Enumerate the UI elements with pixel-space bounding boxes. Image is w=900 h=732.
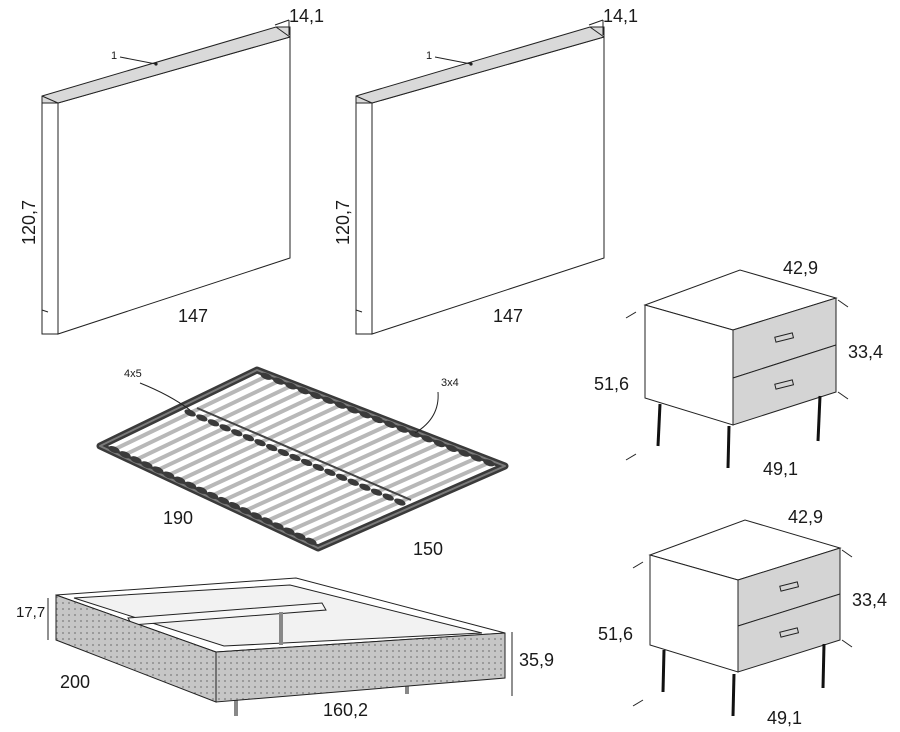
slat-clip <box>371 416 384 424</box>
slat-clip <box>458 449 470 457</box>
slat-base-length: 190 <box>163 508 193 528</box>
slat-clip <box>207 419 220 427</box>
slat-clip <box>184 409 196 417</box>
headboard-left-part-label: 1 <box>111 50 117 62</box>
slat-clip <box>300 458 313 467</box>
nightstand-bottom: 42,9 33,4 51,6 49,1 <box>598 507 887 728</box>
headboard-right: 1 14,1 120,7 147 <box>333 6 638 335</box>
slat-clip <box>242 434 255 442</box>
headboard-right-height: 120,7 <box>333 200 353 245</box>
headboard-left: 1 14,1 120,7 147 <box>19 6 324 335</box>
slat-base-label-left: 4x5 <box>124 368 142 380</box>
slat-clip <box>163 471 175 479</box>
nightstand-bottom-height: 51,6 <box>598 624 633 644</box>
slat-clip <box>433 440 446 448</box>
slat-clip <box>347 406 359 414</box>
bed-frame-length: 200 <box>60 672 90 692</box>
slat-clip <box>322 396 334 404</box>
slat-clip <box>277 448 290 457</box>
headboard-right-width: 147 <box>493 306 523 326</box>
slat-clip <box>250 512 262 520</box>
headboard-right-depth: 14,1 <box>603 6 638 26</box>
nightstand-top-depth: 42,9 <box>783 258 818 278</box>
slat-clip <box>394 498 406 506</box>
slat-clip <box>408 430 421 438</box>
slat-clip <box>173 476 186 484</box>
headboard-left-width: 147 <box>178 306 208 326</box>
slat-clip <box>141 461 153 469</box>
slat-clip <box>294 532 306 540</box>
slat-clip <box>335 473 348 481</box>
slat-clip <box>382 493 394 501</box>
headboard-left-depth: 14,1 <box>289 6 324 26</box>
slat-clip <box>228 502 240 510</box>
slat-clip <box>266 444 278 452</box>
slat-clip <box>421 435 433 443</box>
bed-frame: 17,7 200 160,2 35,9 <box>16 577 554 720</box>
slat-base-label-right: 3x4 <box>441 377 459 389</box>
slat-clip <box>239 507 251 515</box>
slat-clip <box>285 382 297 390</box>
slat-clip <box>359 483 371 491</box>
slat-clip <box>219 424 231 432</box>
slat-clip <box>108 445 120 454</box>
nightstand-top: 42,9 33,4 51,6 49,1 <box>594 258 883 479</box>
nightstand-bottom-width: 49,1 <box>767 708 802 728</box>
nightstand-top-width: 49,1 <box>763 459 798 479</box>
slat-clip <box>254 439 266 447</box>
slat-clip <box>195 486 208 494</box>
slat-clip <box>483 459 495 467</box>
nightstand-top-drawer-height: 33,4 <box>848 342 883 362</box>
headboard-left-height: 120,7 <box>19 200 39 245</box>
slat-clip <box>152 466 164 474</box>
nightstand-bottom-drawer-height: 33,4 <box>852 590 887 610</box>
slat-clip <box>196 414 208 422</box>
slat-clip <box>370 488 383 496</box>
nightstand-top-height: 51,6 <box>594 374 629 394</box>
slat-clip <box>184 481 197 489</box>
slat-clip <box>272 377 285 385</box>
slat-clip <box>470 454 483 462</box>
slat-clip <box>384 420 396 428</box>
slat-clip <box>260 372 272 380</box>
slat-clip <box>261 517 273 525</box>
headboard-right-part-label: 1 <box>426 50 432 62</box>
slat-clip <box>217 496 230 505</box>
slat-clip <box>359 411 371 419</box>
slat-clip <box>130 456 142 464</box>
slat-clip <box>305 537 317 545</box>
bed-frame-total-height: 35,9 <box>519 650 554 670</box>
slat-clip <box>310 391 322 400</box>
nightstand-bottom-depth: 42,9 <box>788 507 823 527</box>
slat-base-width: 150 <box>413 539 443 559</box>
slat-clip <box>289 453 301 462</box>
slat-clip <box>231 429 243 437</box>
slat-clip <box>119 451 131 459</box>
slat-clip <box>347 478 359 486</box>
slat-clip <box>297 387 310 395</box>
slat-clip <box>206 491 219 499</box>
slat-clip <box>312 463 324 471</box>
slat-clip <box>396 425 408 433</box>
bed-frame-side-height: 17,7 <box>16 604 45 621</box>
slat-clip <box>272 522 284 530</box>
slat-clip <box>283 527 295 535</box>
bed-frame-width: 160,2 <box>323 700 368 720</box>
slat-clip <box>324 468 336 476</box>
slat-base: 4x5 3x4 190 150 <box>96 366 509 559</box>
slat-clip <box>334 401 347 409</box>
slat-clip <box>446 444 458 452</box>
